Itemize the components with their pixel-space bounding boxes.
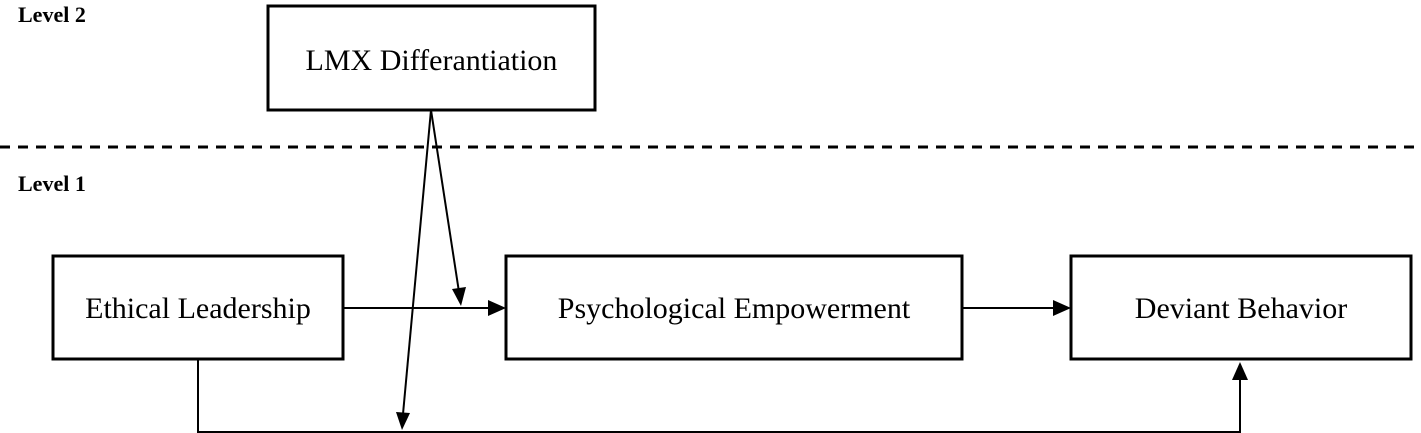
lmx-differentiation-label: LMX Differantiation [306,44,558,77]
lmx-differentiation-box [266,4,597,112]
arrow-leadership-to-empowerment [343,300,506,316]
psychological-empowerment-node: Psychological Empowerment [504,254,964,361]
lmx-differentiation-node: LMX Differantiation [266,4,597,112]
arrow-moderation-direct-path [396,109,432,430]
arrow-leadership-to-behavior [197,359,1248,433]
arrow-empowerment-to-behavior [962,300,1071,316]
ethical-leadership-box [51,254,345,361]
level-2-label: Level 2 [18,2,86,27]
arrow-moderation-first-path [430,109,466,306]
deviant-behavior-label: Deviant Behavior [1135,292,1347,325]
deviant-behavior-box [1069,254,1413,361]
ethical-leadership-label: Ethical Leadership [85,292,311,325]
level-1-label: Level 1 [18,171,86,196]
ethical-leadership-node: Ethical Leadership [51,254,345,361]
deviant-behavior-node: Deviant Behavior [1069,254,1413,361]
psychological-empowerment-label: Psychological Empowerment [558,292,911,325]
psychological-empowerment-box [504,254,964,361]
